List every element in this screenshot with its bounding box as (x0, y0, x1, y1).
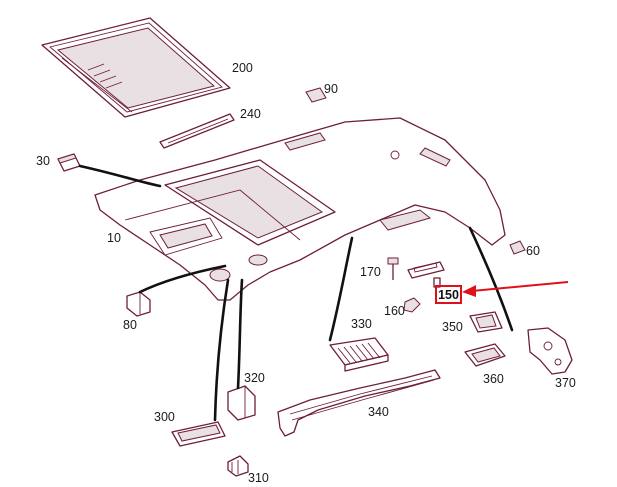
callout-30: 30 (36, 154, 50, 168)
part-80-mount-block (126, 291, 151, 317)
part-360-bracket (464, 343, 506, 367)
callout-300: 300 (154, 410, 175, 424)
part-330-pad (329, 337, 389, 372)
callout-340: 340 (368, 405, 389, 419)
part-10-headliner (94, 117, 506, 301)
part-200-sunroof-panel (41, 17, 231, 118)
leader-80 (138, 264, 227, 294)
part-170-screw (387, 257, 399, 280)
part-30-foam-block (57, 153, 81, 172)
part-310-clip (227, 455, 249, 477)
part-350-block (469, 311, 503, 333)
highlight-box (435, 285, 462, 304)
leader-lines (78, 164, 514, 422)
callout-360: 360 (483, 372, 504, 386)
callout-200: 200 (232, 61, 253, 75)
highlight-label-150: 150 (438, 288, 459, 302)
leader-320 (236, 278, 244, 390)
part-60-clip (509, 240, 526, 255)
part-10-grab-handle-recess-rear (379, 209, 432, 231)
leader-300 (213, 278, 230, 422)
callout-240: 240 (240, 107, 261, 121)
part-370-side-bracket (527, 327, 573, 375)
part-10-lamp-recess (390, 147, 451, 167)
callout-90: 90 (324, 82, 338, 96)
callout-350: 350 (442, 320, 463, 334)
highlight-arrow-head (462, 285, 476, 297)
part-160-clip-nut (403, 297, 421, 313)
callout-160: 160 (384, 304, 405, 318)
callout-labels: 200 90 240 30 10 60 170 160 80 330 350 3… (36, 61, 576, 485)
part-330-ribs (337, 342, 381, 364)
callout-170: 170 (360, 265, 381, 279)
part-240-seal-strip (159, 113, 235, 149)
callout-320: 320 (244, 371, 265, 385)
part-10-console-recess (149, 217, 223, 256)
part-150-bracket (407, 261, 445, 288)
part-200-vent-slots (87, 63, 123, 89)
callout-330: 330 (351, 317, 372, 331)
callout-10: 10 (107, 231, 121, 245)
part-10-grab-handle-recess-front (284, 132, 326, 151)
part-340-trim-strip (277, 369, 441, 437)
highlight-150: 150 (435, 281, 569, 304)
part-300-pad (171, 421, 226, 447)
part-10-visor-clip-recess (209, 254, 268, 282)
highlight-arrow-line (471, 281, 569, 292)
callout-310: 310 (248, 471, 269, 485)
leader-30 (78, 164, 162, 188)
callout-80: 80 (123, 318, 137, 332)
callout-60: 60 (526, 244, 540, 258)
part-320-bracket (227, 385, 256, 421)
callout-370: 370 (555, 376, 576, 390)
part-90-pad (305, 87, 327, 103)
leader-350 (468, 226, 514, 332)
leader-330 (328, 236, 354, 342)
